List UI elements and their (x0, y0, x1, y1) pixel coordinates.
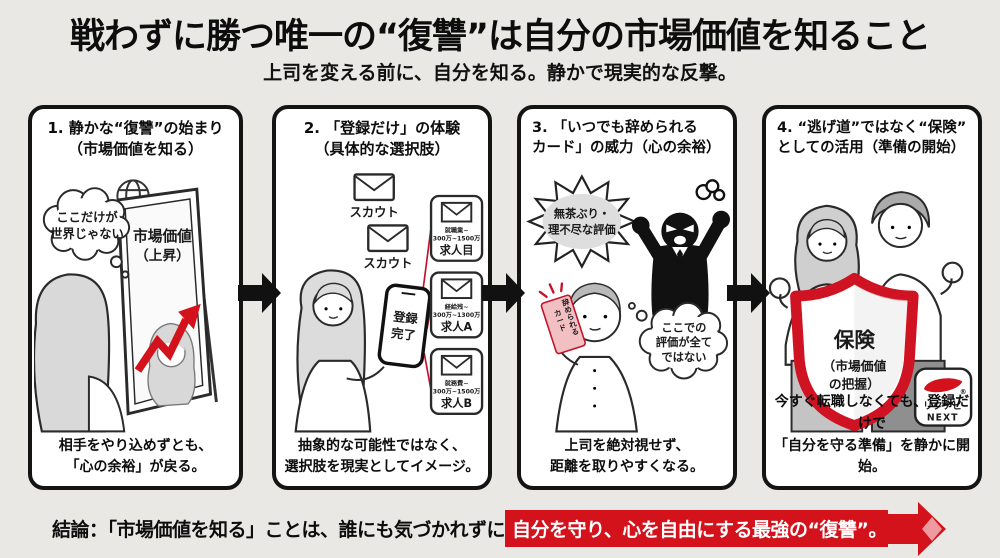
scout-label-1: スカウト (350, 206, 399, 220)
job1-meta1: 就職業~ (445, 226, 469, 234)
job2-meta2: 300万~1300万 (433, 312, 481, 319)
job2-meta1: 経給残~ (445, 303, 469, 311)
job3-name: 求人B (441, 396, 472, 410)
job-card: 経給残~ 300万~1300万 求人A (429, 271, 484, 339)
smartphone: 登録 完了 (377, 283, 432, 369)
card-text-col2: カード (553, 308, 568, 334)
envelope-icon (353, 173, 395, 202)
job-card: 就務費~ 300万~1500万 求人B (429, 347, 484, 415)
panel3-art-svg: 無茶ぶり・ 理不尽な評価 (526, 174, 731, 433)
calm-man-figure (555, 282, 639, 433)
panel4-caption: 今すぐ転職しなくても、登録だけで 「自分を守る準備」を静かに開始。 (774, 394, 970, 476)
thought-text-line1: ここだけが (56, 210, 118, 225)
conclusion-highlight: 自分を守り、心を自由にする最強の“復讐”。 (505, 510, 888, 547)
shield-icon: 保険 （市場価値 の把握） (790, 273, 919, 431)
logo-text-line2: NEXT (927, 413, 959, 424)
woman-with-phone (294, 269, 385, 433)
burst-bubble: 無茶ぶり・ 理不尽な評価 (526, 174, 638, 269)
thought-text-line3: ではない (661, 351, 706, 364)
mirror-label-line2: （上昇） (135, 248, 190, 264)
job3-meta1: 就務費~ (445, 379, 469, 387)
card-text-col1: 辞められる (561, 297, 581, 337)
shield-text-line1: 保険 (833, 328, 876, 352)
panel2-caption: 抽象的な可能性ではなく、 選択肢を現実としてイメージ。 (284, 437, 480, 476)
panel4-art-svg: 保険 （市場価値 の把握） ® リクナビ NEXT (768, 191, 973, 433)
mirror-illustration (116, 187, 218, 416)
angry-boss-silhouette (631, 179, 731, 316)
scout-label-2: スカウト (363, 257, 412, 271)
panel1-art-svg: 市場価値 （上昇） ここだけが 世界じゃない (34, 179, 218, 433)
job3-meta2: 300万~1500万 (433, 389, 481, 396)
panel2-art-svg: スカウト スカウト (294, 173, 484, 433)
panel-step3: 3. 「いつでも辞められる カード」の威力（心の余裕） 無茶ぶり・ 理不尽な評価 (517, 105, 737, 490)
panel3-illustration: 無茶ぶり・ 理不尽な評価 (523, 166, 731, 434)
steam-puff-icon (695, 179, 726, 202)
job-card: 就職業~ 300万~1500万 求人目 (429, 194, 484, 262)
panel4-illustration: 保険 （市場価値 の把握） ® リクナビ NEXT (768, 166, 976, 434)
thought-bubble: ここだけが 世界じゃない (42, 187, 131, 279)
conclusion-bar: 結論：「市場価値を知る」ことは、誰にも気づかれずに 自分を守り、心を自由にする最… (0, 499, 1000, 558)
rising-arrow-icon (134, 303, 201, 373)
panel-step1: 1. 静かな“復讐”の始まり （市場価値を知る） (28, 105, 243, 490)
thought-text-line1: ここでの (661, 321, 706, 334)
flow-arrow-icon (482, 273, 525, 313)
shield-text-line2: （市場価値 (822, 359, 886, 375)
phone-text-line2: 完了 (390, 325, 416, 343)
panel1-title: 1. 静かな“復讐”の始まり （市場価値を知る） (47, 119, 224, 158)
panel1-illustration: 市場価値 （上昇） ここだけが 世界じゃない (34, 166, 237, 434)
shield-text-line3: の把握） (829, 376, 880, 392)
mirror-label-line1: 市場価値 (133, 227, 192, 245)
thought-bubble: ここでの 評価が全て ではない (627, 301, 729, 380)
panel2-illustration: スカウト スカウト (278, 166, 486, 434)
thought-text-line2: 世界じゃない (50, 226, 124, 241)
panel4-title: 4. “逃げ道”ではなく“保険” としての活用（準備の開始） (777, 120, 967, 157)
rikunabi-next-logo: ® リクナビ NEXT (913, 367, 973, 427)
page-title: 戦わずに勝つ唯一の“復讐”は自分の市場価値を知ること (69, 17, 931, 57)
panel3-title: 3. 「いつでも辞められる カード」の威力（心の余裕） (532, 120, 721, 157)
logo-text-line1: リクナビ (923, 399, 962, 412)
woman-back-figure (34, 273, 126, 433)
panel1-caption: 相手をやり込めずとも、 「心の余裕」が戻る。 (58, 437, 213, 476)
panel2-title: 2. 「登録だけ」の体験 （具体的な選択肢） (303, 119, 461, 158)
quit-card: 辞められる カード (538, 282, 586, 355)
panel-step4: 4. “逃げ道”ではなく“保険” としての活用（準備の開始） (762, 105, 982, 490)
logo-registered-mark: ® (960, 388, 967, 396)
flow-arrow-icon (238, 273, 281, 313)
envelope-icon (367, 224, 409, 253)
job2-name: 求人A (441, 319, 473, 333)
flow-arrow-icon (727, 273, 770, 313)
burst-text-line1: 無茶ぶり・ (554, 207, 610, 221)
job1-meta2: 300万~1500万 (433, 236, 481, 243)
conclusion-text: 結論：「市場価値を知る」ことは、誰にも気づかれずに (52, 519, 506, 541)
burst-text-line2: 理不尽な評価 (548, 222, 616, 236)
panel3-caption: 上司を絶対視せず、 距離を取りやすくなる。 (550, 437, 704, 476)
thought-text-line2: 評価が全て (656, 335, 712, 349)
panel-step2: 2. 「登録だけ」の体験 （具体的な選択肢） スカウト スカウト (272, 105, 492, 490)
phone-text-line1: 登録 (391, 308, 419, 326)
page-subtitle: 上司を変える前に、自分を知る。静かで現実的な反撃。 (263, 62, 737, 84)
job1-name: 求人目 (440, 243, 474, 257)
conclusion-arrow-icon (885, 501, 946, 556)
